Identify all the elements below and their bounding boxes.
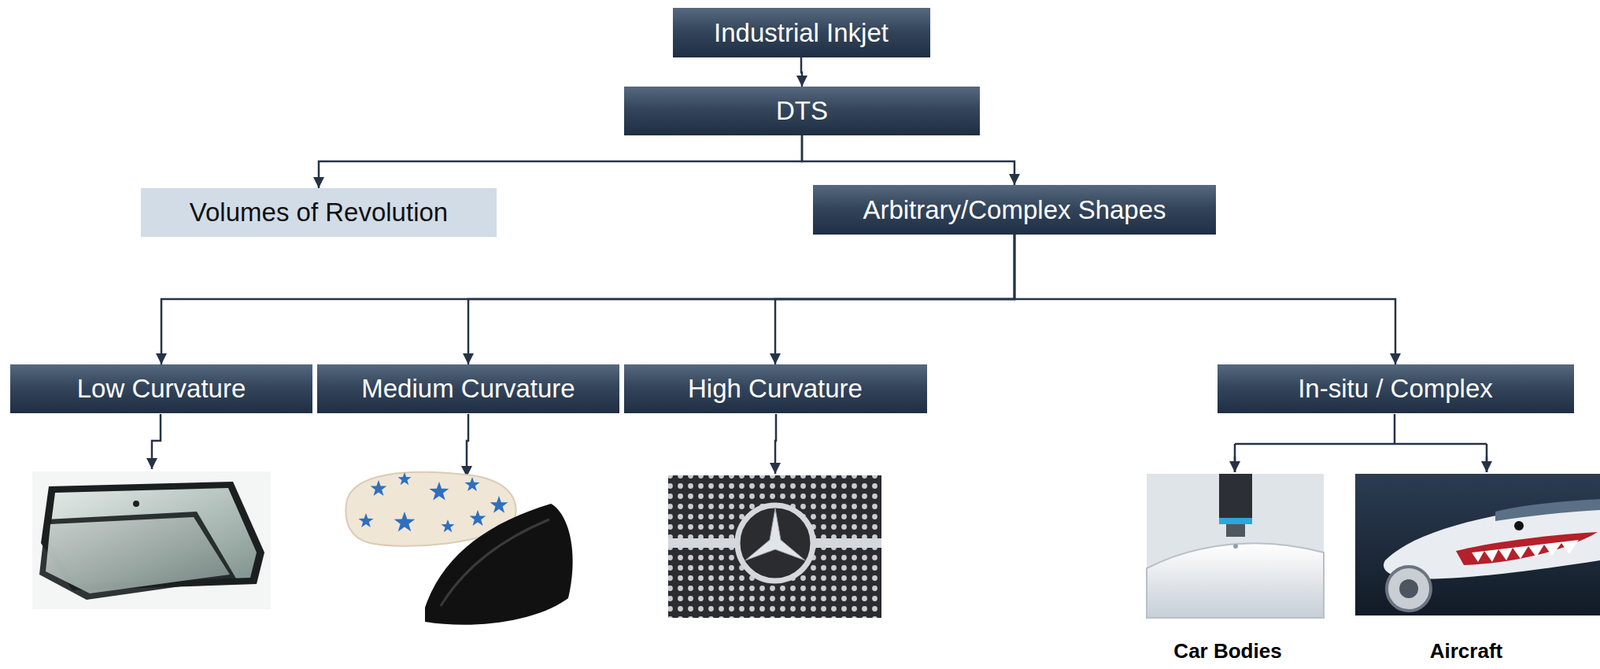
connector-arrow xyxy=(775,234,1015,365)
art-shape xyxy=(490,495,509,514)
art-shape xyxy=(1234,456,1237,473)
art-shape xyxy=(1471,539,1579,562)
art-shape xyxy=(394,511,416,532)
art-shape xyxy=(32,471,271,610)
process-box: Industrial Inkjet xyxy=(672,7,931,58)
art-shape xyxy=(1146,473,1324,618)
art-shape xyxy=(39,511,237,600)
art-shape xyxy=(1495,498,1600,522)
box-text: DTS xyxy=(775,96,828,126)
art-shape xyxy=(737,505,813,581)
box-text: High Curvature xyxy=(687,373,863,404)
grille-image xyxy=(668,475,882,618)
art-shape xyxy=(1386,566,1431,611)
art-shape xyxy=(440,519,550,607)
art-shape xyxy=(151,413,161,470)
car-body-image xyxy=(1146,473,1324,618)
connector-arrow xyxy=(161,234,1015,365)
mirror-image xyxy=(345,472,573,625)
connector-arrow xyxy=(468,234,1015,365)
art-shape xyxy=(1226,524,1246,537)
connector-arrow xyxy=(318,135,802,189)
process-box: DTS xyxy=(624,86,980,136)
art-shape xyxy=(429,481,450,501)
art-shape xyxy=(745,508,806,561)
category-box: Volumes of Revolution xyxy=(140,188,497,237)
connector-arrow xyxy=(801,57,802,87)
art-shape xyxy=(465,476,481,492)
art-shape xyxy=(45,517,230,594)
art-shape xyxy=(469,509,487,526)
art-shape xyxy=(440,519,455,533)
art-shape xyxy=(1455,532,1598,566)
box-text: Volumes of Revolution xyxy=(189,197,448,228)
image-caption: Aircraft xyxy=(1430,639,1503,664)
art-shape xyxy=(1355,473,1600,616)
art-shape xyxy=(1234,413,1487,473)
windshield-image xyxy=(32,471,271,610)
art-shape xyxy=(133,500,140,507)
process-box: Low Curvature xyxy=(10,364,313,414)
art-shape xyxy=(1514,521,1524,531)
art-shape xyxy=(1146,543,1324,618)
box-text: Arbitrary/Complex Shapes xyxy=(862,195,1166,226)
connector-arrow xyxy=(801,135,1015,185)
image-caption: Car Bodies xyxy=(1173,639,1282,664)
art-shape xyxy=(370,480,388,496)
aircraft-image xyxy=(1355,473,1600,616)
box-text: In-situ / Complex xyxy=(1297,373,1493,404)
process-box: In-situ / Complex xyxy=(1217,364,1575,414)
connector-arrow xyxy=(1014,234,1396,365)
process-box: High Curvature xyxy=(624,364,928,414)
image-leaders xyxy=(151,413,1487,477)
box-text: Medium Curvature xyxy=(361,373,575,404)
art-shape xyxy=(775,413,776,474)
art-shape xyxy=(466,413,469,477)
process-box: Arbitrary/Complex Shapes xyxy=(812,184,1216,235)
art-shape xyxy=(358,513,374,528)
box-text: Low Curvature xyxy=(77,373,247,404)
art-shape xyxy=(1219,473,1253,520)
art-shape xyxy=(1485,456,1489,473)
art-shape xyxy=(424,503,573,625)
art-shape xyxy=(668,475,882,618)
art-shape xyxy=(397,472,411,485)
box-text: Industrial Inkjet xyxy=(713,18,889,49)
process-box: Medium Curvature xyxy=(317,364,620,414)
art-shape xyxy=(1399,579,1419,599)
art-shape xyxy=(1233,543,1238,549)
art-shape xyxy=(1219,517,1253,525)
